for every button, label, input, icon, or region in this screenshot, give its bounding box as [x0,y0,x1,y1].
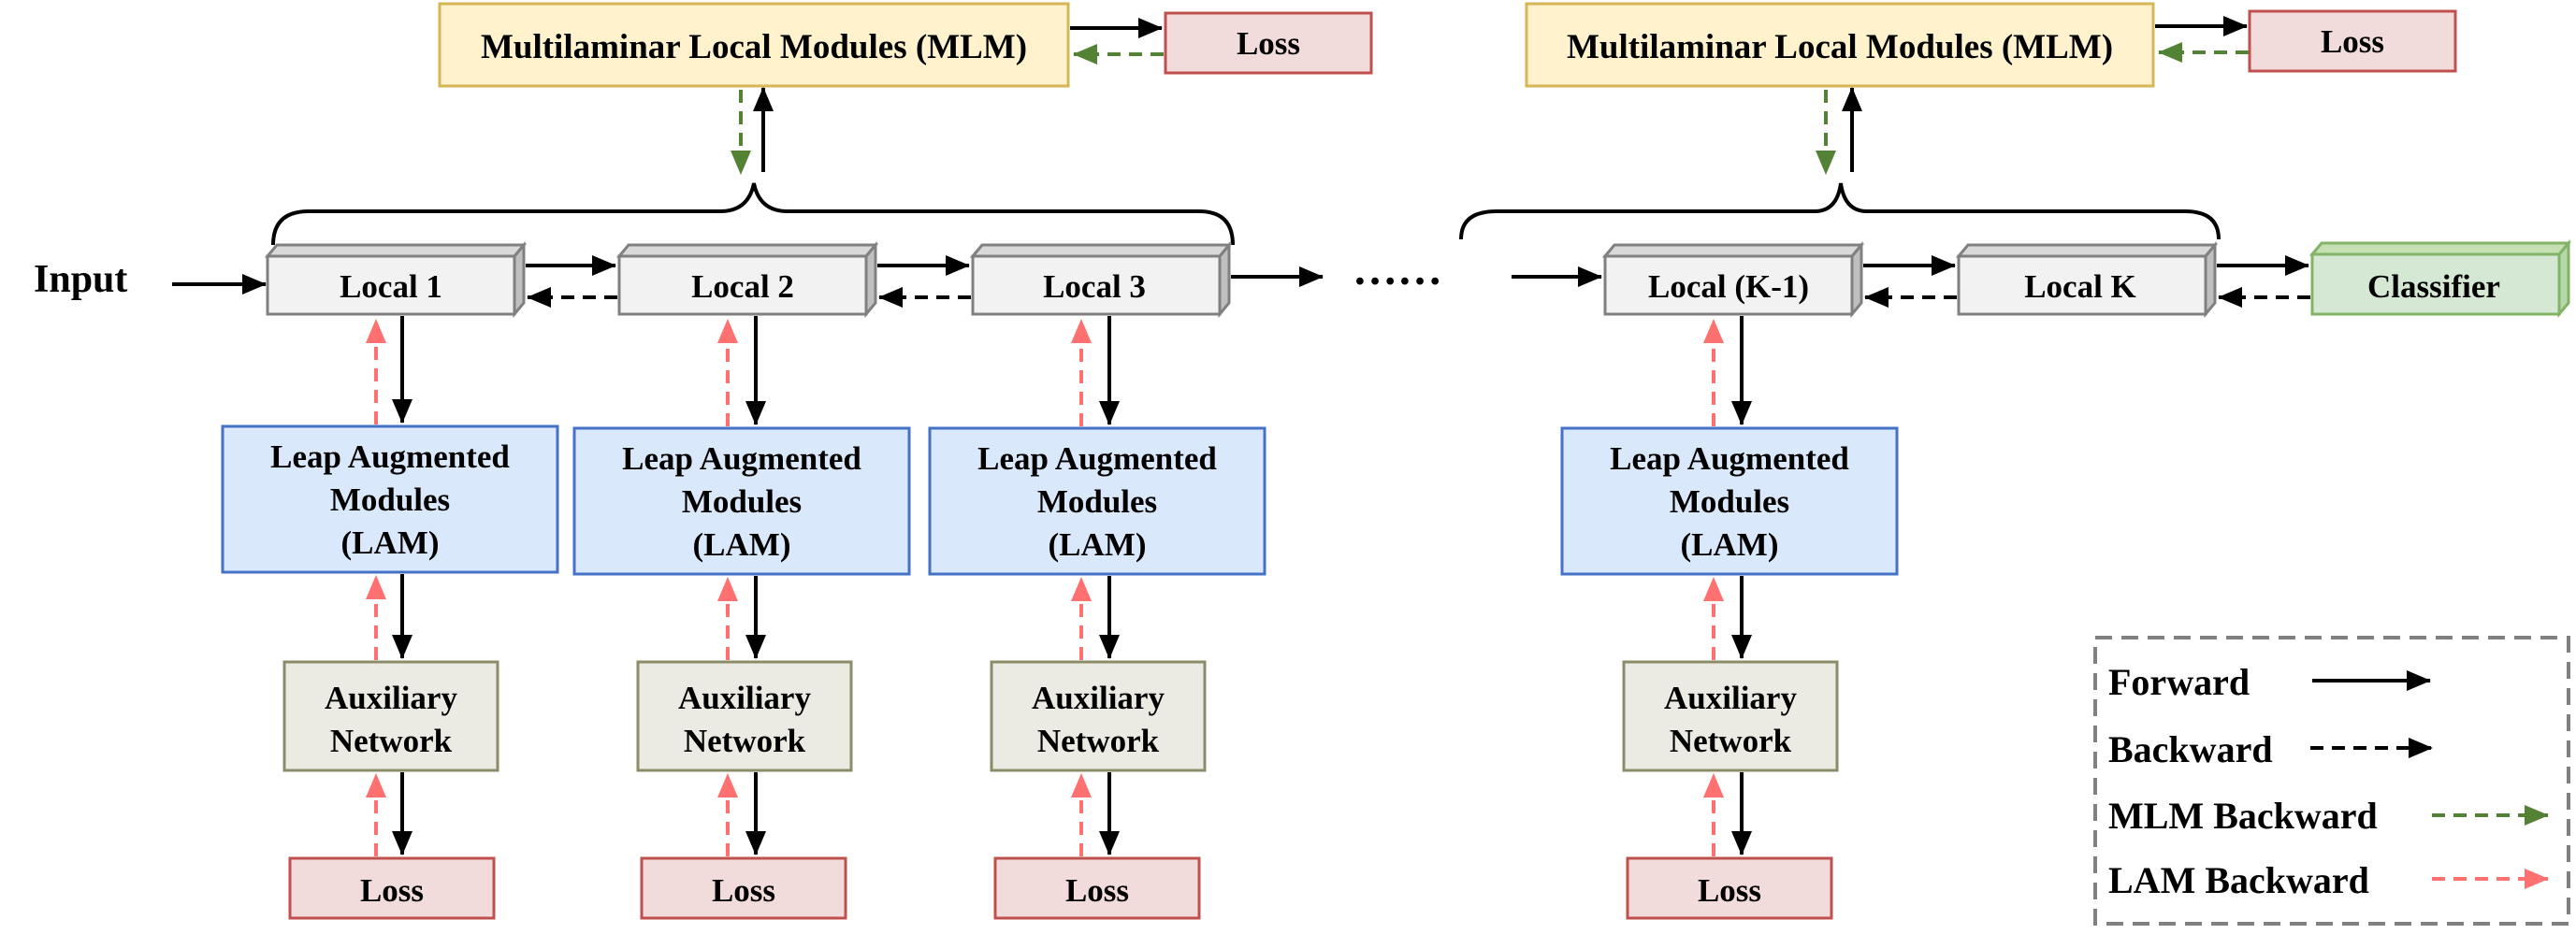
loss-label: Loss [1698,872,1761,909]
mlm-loss-arrows [1070,16,2249,65]
local-chain-arrows [526,255,2310,308]
mlm-label: Multilaminar Local Modules (MLM) [481,28,1027,66]
mlm-loss-left: Loss [1164,11,1373,75]
lam-line-1: Leap Augmented [1610,440,1849,477]
legend-lam-backward-label: LAM Backward [2108,859,2369,901]
vertical-lam-backward-arrows [366,319,1724,856]
lam-line-3: (LAM) [693,526,791,563]
aux-line-2: Network [684,723,806,759]
loss-block-k-1: Loss [1626,856,1833,920]
loss-label: Loss [1065,872,1129,909]
mlm-loss-right: Loss [2248,9,2457,73]
lam-line-1: Leap Augmented [270,438,510,475]
local-block-k-1: Local (K-1) [1601,240,1865,319]
loss-label: Loss [360,872,424,909]
local-block-2: Local 2 [615,240,879,319]
vertical-forward-arrows [392,316,1752,855]
local-label: Local 3 [1043,268,1146,305]
legend: Forward Backward MLM Backward LAM Backwa… [2093,636,2570,926]
legend-mlm-backward-label: MLM Backward [2108,795,2378,837]
classifier-block: Classifier [2308,238,2572,319]
legend-forward-label: Forward [2108,661,2250,703]
braces [271,182,2221,246]
lam-block-2: Leap Augmented Modules (LAM) [572,426,911,576]
lam-line-3: (LAM) [1681,526,1779,563]
loss-block-1: Loss [288,856,496,920]
aux-block-3: Auxiliary Network [990,660,1207,772]
lam-line-2: Modules [1670,483,1789,520]
aux-line-1: Auxiliary [678,680,811,716]
loss-label: Loss [1237,25,1300,62]
mlm-vertical-arrows [731,87,1862,175]
aux-line-1: Auxiliary [1032,680,1165,716]
aux-line-1: Auxiliary [325,680,457,716]
local-label: Local (K-1) [1648,268,1809,305]
aux-line-1: Auxiliary [1664,680,1797,716]
mlm-block-left: Multilaminar Local Modules (MLM) [438,2,1070,88]
aux-line-2: Network [1037,723,1160,759]
lam-line-2: Modules [682,483,802,520]
lam-line-1: Leap Augmented [622,440,861,477]
lam-line-3: (LAM) [341,524,440,561]
ellipsis-dots: …… [1353,245,1442,295]
local-label: Local K [2024,268,2136,305]
aux-block-1: Auxiliary Network [282,660,499,772]
local-block-1: Local 1 [264,240,528,319]
lam-block-1: Leap Augmented Modules (LAM) [221,424,559,574]
loss-block-3: Loss [993,856,1201,920]
local-block-3: Local 3 [969,240,1233,319]
loss-block-2: Loss [640,856,847,920]
lam-block-3: Leap Augmented Modules (LAM) [928,426,1266,576]
lam-line-2: Modules [330,481,450,518]
lam-block-k-1: Leap Augmented Modules (LAM) [1560,426,1899,576]
lam-line-3: (LAM) [1049,526,1147,563]
local-label: Local 2 [691,268,794,305]
aux-block-k-1: Auxiliary Network [1622,660,1839,772]
aux-block-2: Auxiliary Network [636,660,853,772]
input-label: Input [34,258,127,301]
aux-line-2: Network [330,723,453,759]
local-label: Local 1 [340,268,442,305]
legend-backward-label: Backward [2108,728,2273,770]
loss-label: Loss [712,872,775,909]
lam-line-1: Leap Augmented [977,440,1217,477]
mlm-block-right: Multilaminar Local Modules (MLM) [1525,2,2155,88]
aux-line-2: Network [1670,723,1792,759]
local-block-k: Local K [1955,240,2219,319]
mlm-label: Multilaminar Local Modules (MLM) [1567,28,2113,66]
lam-line-2: Modules [1037,483,1157,520]
loss-label: Loss [2321,23,2384,60]
classifier-label: Classifier [2367,268,2500,305]
